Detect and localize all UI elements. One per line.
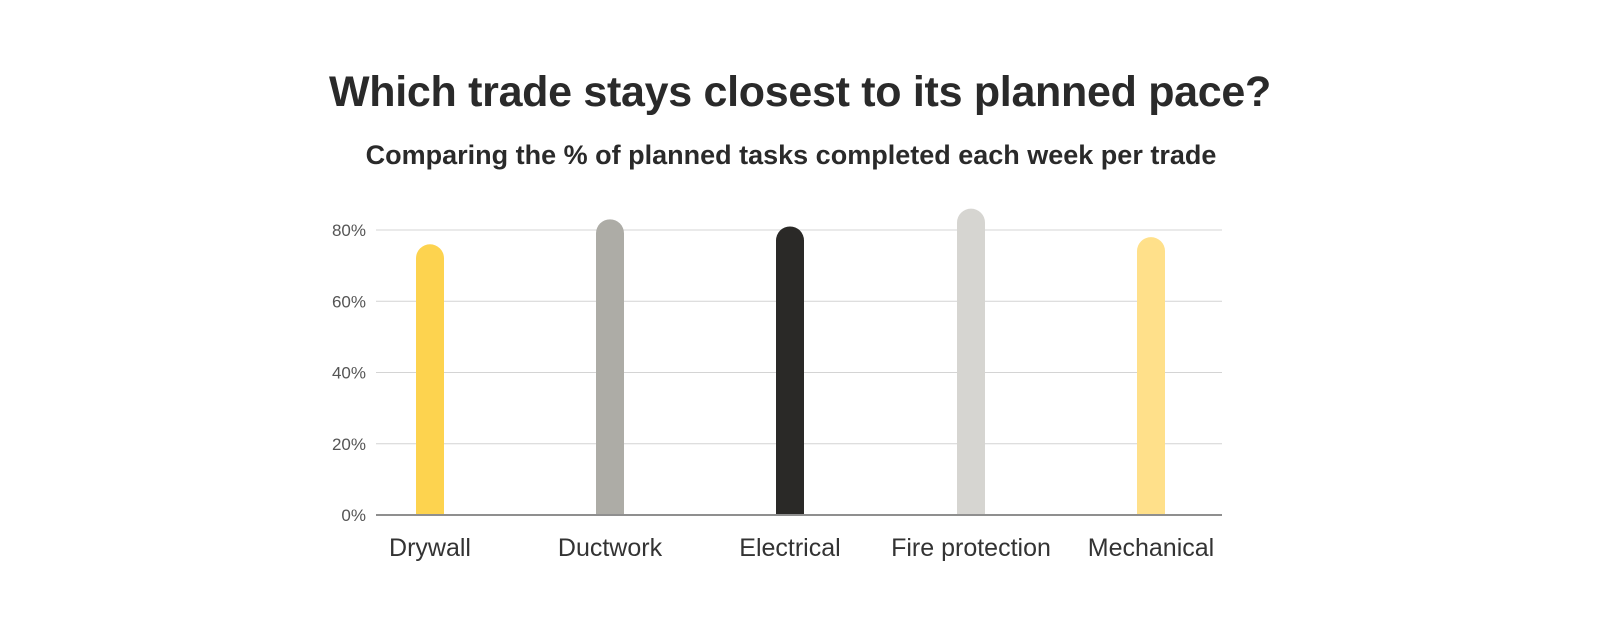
x-tick-label: Mechanical: [1088, 534, 1214, 562]
x-tick-label: Ductwork: [558, 534, 663, 562]
chart-subtitle: Comparing the % of planned tasks complet…: [365, 140, 1217, 170]
bar-electrical: [776, 226, 804, 516]
bar-mechanical: [1137, 237, 1165, 515]
bar-fire-protection: [957, 208, 985, 516]
y-tick-label: 40%: [332, 364, 366, 383]
x-tick-label: Electrical: [739, 534, 840, 562]
chart-title: Which trade stays closest to its planned…: [328, 68, 1271, 116]
x-tick-label: Fire protection: [891, 534, 1051, 562]
y-tick-label: 20%: [332, 435, 366, 454]
bar-drywall: [416, 244, 444, 515]
x-tick-label: Drywall: [389, 534, 471, 562]
bar-ductwork: [596, 219, 624, 515]
y-tick-label: 60%: [332, 292, 366, 311]
y-tick-label: 0%: [341, 506, 366, 525]
y-tick-label: 80%: [332, 221, 366, 240]
